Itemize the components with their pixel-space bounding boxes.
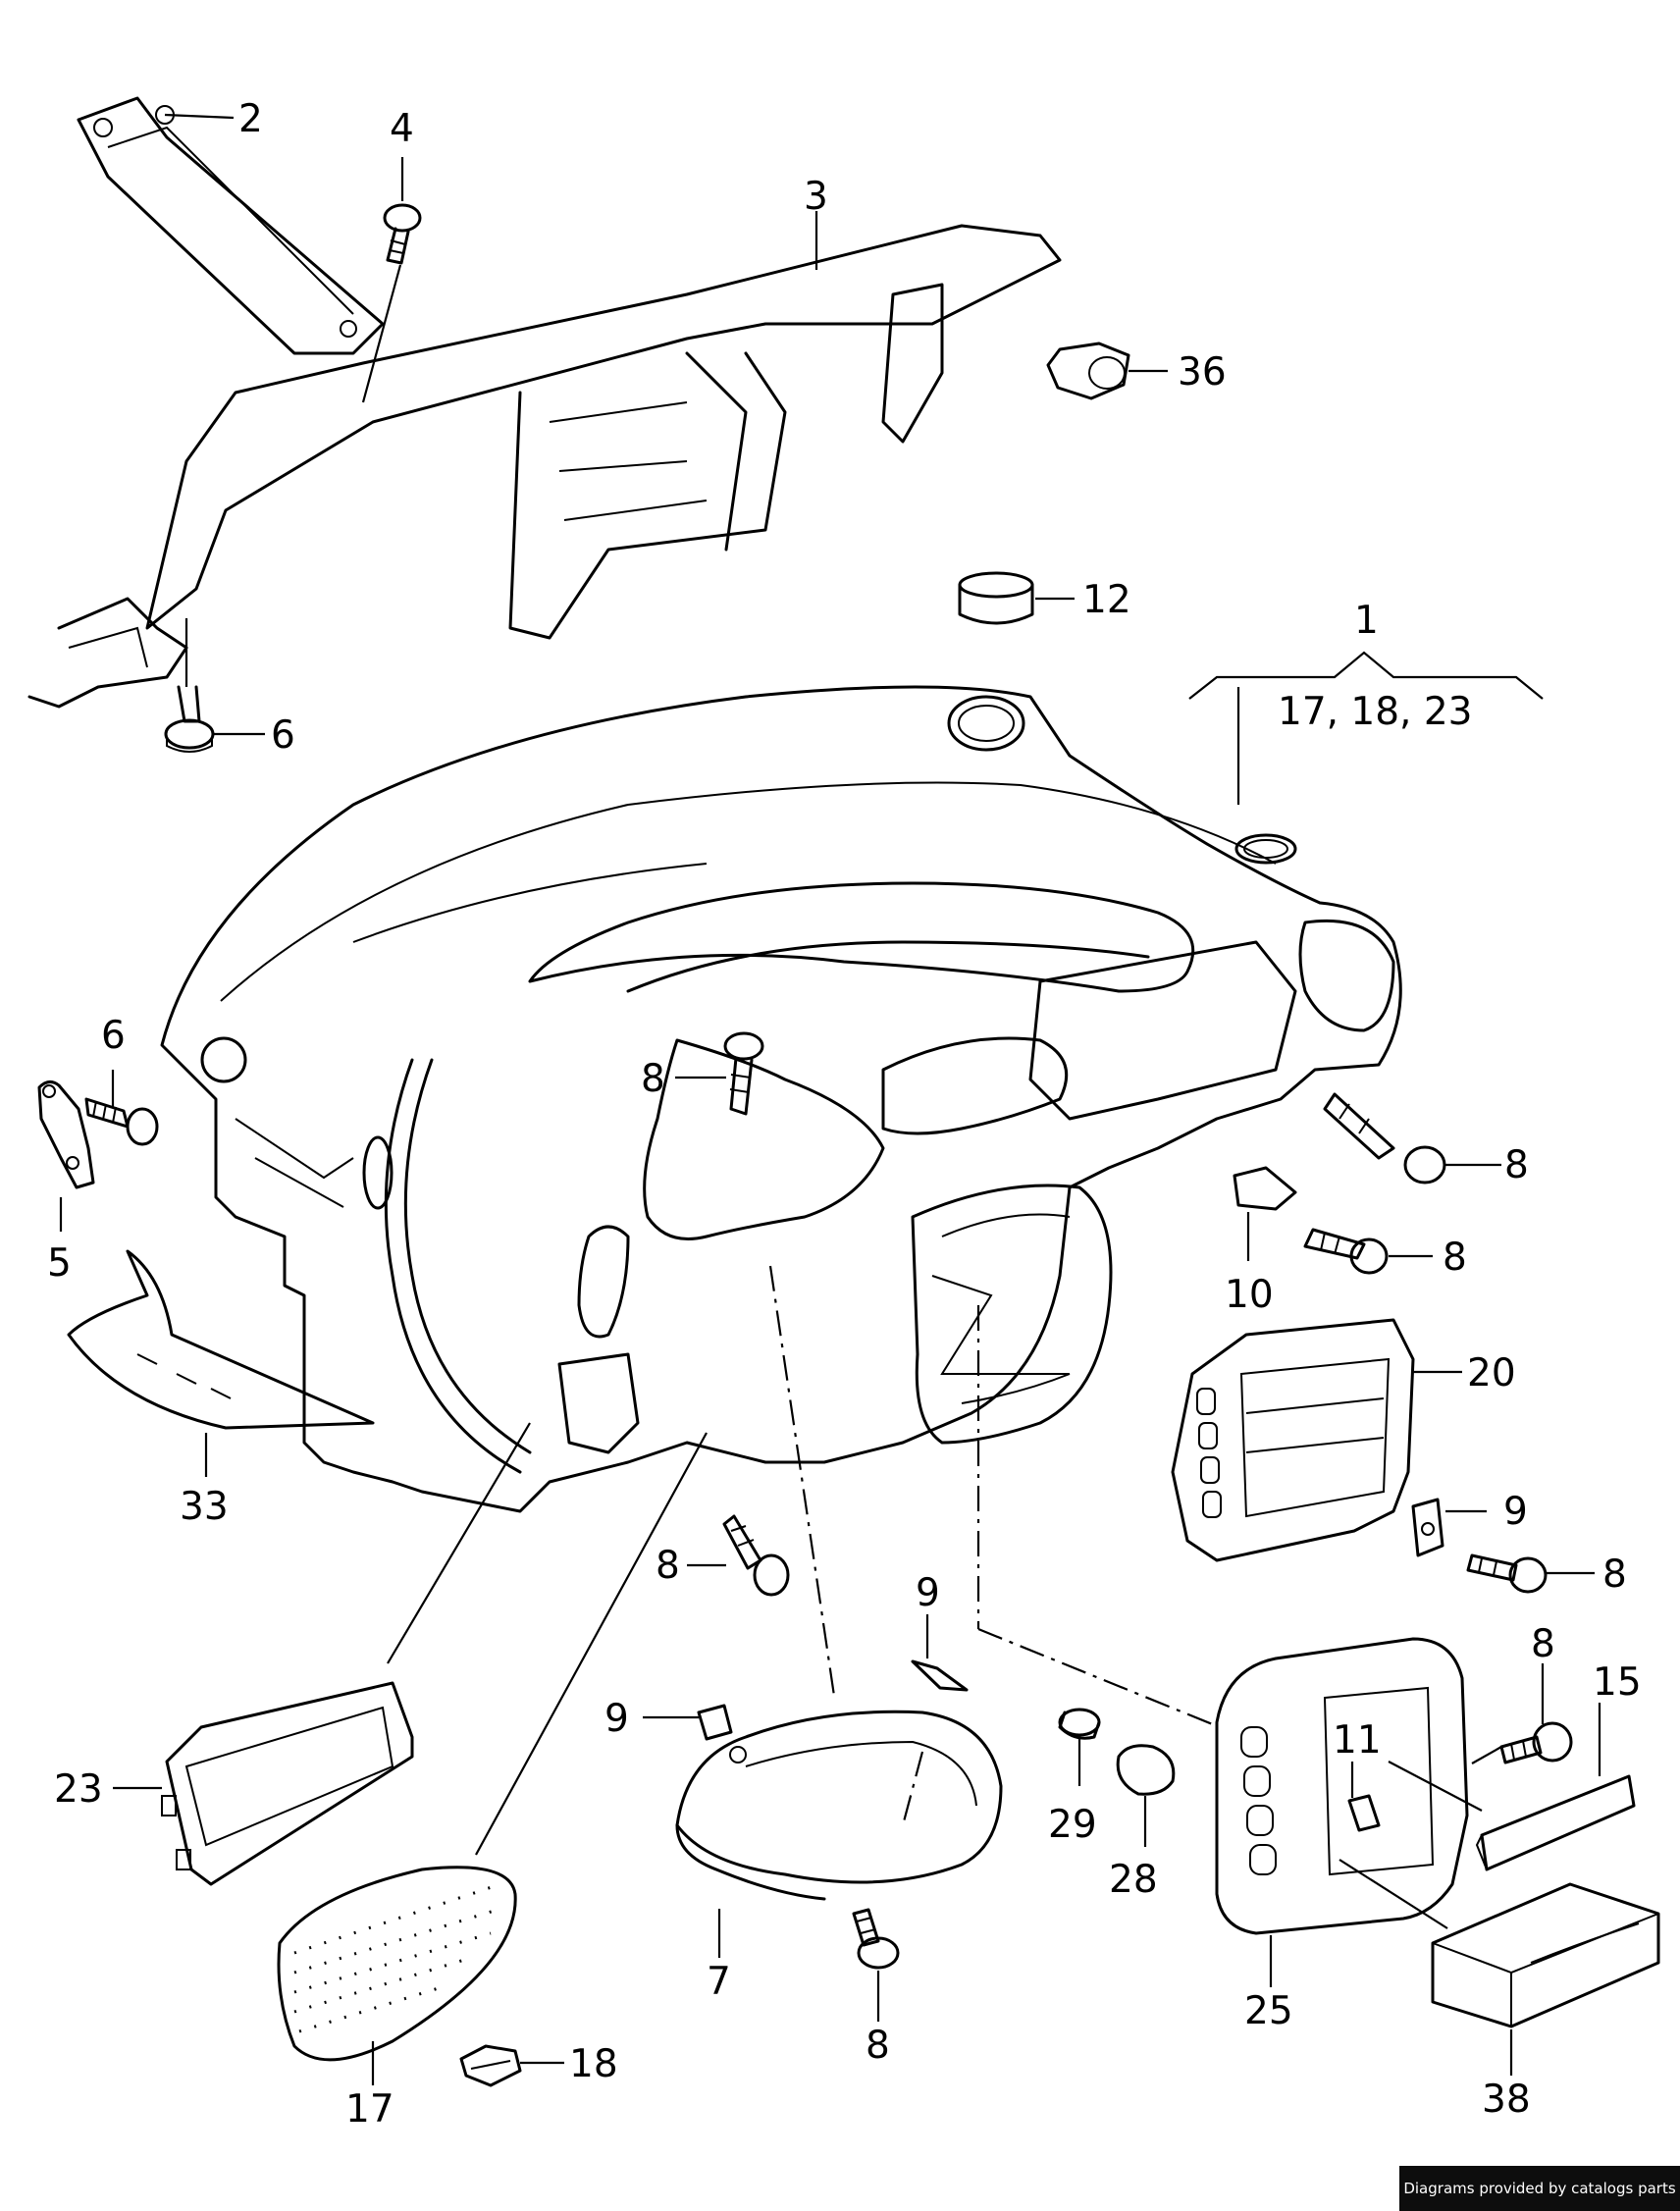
callout-8-right-upper: 8 (1504, 1143, 1529, 1187)
callout-23: 23 (54, 1767, 103, 1812)
callout-33: 33 (180, 1485, 229, 1529)
callout-28: 28 (1109, 1858, 1158, 1902)
callout-labels: 2 4 3 36 12 1 17, 18, 23 6 6 5 8 8 10 8 … (47, 97, 1642, 2132)
callout-15: 15 (1593, 1660, 1642, 1705)
callout-18: 18 (569, 2042, 618, 2086)
part-trim-panel-33 (67, 1249, 375, 1430)
callout-2: 2 (238, 97, 263, 141)
part-tray-38 (1431, 1882, 1660, 2028)
part-clip-18 (459, 2044, 522, 2087)
part-screw-4 (383, 203, 422, 265)
callout-8-center: 8 (656, 1544, 680, 1588)
callout-8-top: 8 (641, 1057, 665, 1101)
callout-9-right: 9 (1503, 1490, 1528, 1534)
part-frame-23 (161, 1681, 414, 1886)
callout-36: 36 (1178, 350, 1227, 395)
callout-7: 7 (707, 1960, 731, 2004)
callout-8-right-lower: 8 (1602, 1553, 1627, 1597)
part-screw-8-f (1499, 1721, 1573, 1764)
part-cluster-housing-7 (675, 1710, 1003, 1901)
part-screw-8-a (723, 1031, 764, 1116)
part-cap-12 (958, 571, 1034, 625)
part-plug-29 (1058, 1708, 1101, 1740)
part-kneepad-17 (277, 1866, 517, 2062)
part-bolt-6-lower (84, 1097, 159, 1146)
part-bezel-25 (1215, 1637, 1469, 1935)
callout-4: 4 (390, 107, 414, 151)
callout-8-right-middle: 8 (1443, 1236, 1467, 1280)
part-screw-8-e (1466, 1553, 1548, 1594)
callout-29: 29 (1048, 1803, 1097, 1847)
callout-12: 12 (1082, 578, 1131, 622)
callout-9-center: 9 (916, 1571, 940, 1615)
part-cover-15 (1475, 1774, 1636, 1871)
callout-5: 5 (47, 1241, 72, 1286)
callout-9-left: 9 (604, 1697, 629, 1741)
callout-3: 3 (804, 175, 828, 219)
part-bezel-20 (1171, 1318, 1415, 1562)
callout-10: 10 (1225, 1273, 1274, 1317)
part-bracket-2 (77, 96, 385, 355)
diagram-credit: Diagrams provided by catalogs parts (1399, 2166, 1680, 2211)
part-dashboard-1 (160, 685, 1402, 1513)
callout-6-upper: 6 (271, 713, 295, 758)
part-screw-8-b (1323, 1092, 1446, 1184)
callout-17: 17 (345, 2087, 394, 2132)
callout-25: 25 (1244, 1989, 1293, 2033)
part-screw-8-c (1303, 1228, 1389, 1275)
part-plug-28 (1116, 1744, 1176, 1796)
callout-8-bottom-right: 8 (1531, 1622, 1555, 1666)
part-screw-8-d (722, 1514, 790, 1597)
part-bolt-6-upper (164, 685, 215, 753)
part-crossmember-3 (27, 224, 1062, 709)
callout-8-bottom: 8 (866, 2024, 890, 2068)
part-bracket-5 (37, 1080, 95, 1189)
callout-38: 38 (1482, 2078, 1531, 2122)
part-screw-8-g (852, 1908, 900, 1970)
part-speednut-9-c (697, 1704, 747, 1764)
callout-1: 1 (1354, 599, 1379, 643)
callout-6-lower: 6 (101, 1014, 126, 1058)
callout-1-includes: 17, 18, 23 (1278, 690, 1472, 734)
part-speednut-9-a (1411, 1498, 1444, 1557)
callout-11: 11 (1333, 1718, 1382, 1763)
leader-lines (59, 113, 1601, 2085)
part-clip-10 (1233, 1166, 1297, 1211)
part-grommet-36 (1046, 342, 1130, 400)
callout-20: 20 (1467, 1351, 1516, 1395)
part-speednut-9-b (911, 1659, 969, 1692)
alignment-lines (768, 1265, 1216, 1826)
